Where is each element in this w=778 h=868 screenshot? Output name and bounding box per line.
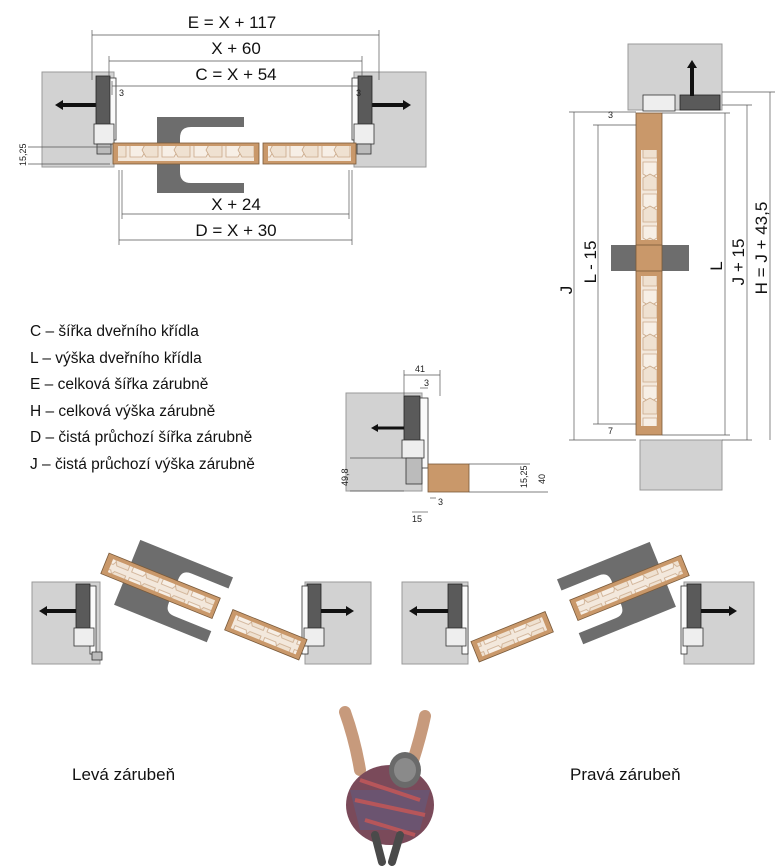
floor-block xyxy=(639,439,723,491)
dim-49-8: 49,8 xyxy=(340,468,350,486)
side-section-drawing: J L - 15 L J + 15 H = J + 43,5 3 7 xyxy=(557,43,775,491)
legend-item-d: D – čistá průchozí šířka zárubně xyxy=(30,429,253,447)
dim-l-minus-15: L - 15 xyxy=(581,241,600,284)
dim-15-25-top: 15,25 xyxy=(18,143,28,166)
caption-left: Levá zárubeň xyxy=(72,765,176,784)
legend-item-c: C – šířka dveřního křídla xyxy=(30,323,199,340)
dim-h: H = J + 43,5 xyxy=(752,202,771,295)
person-top-view-figure xyxy=(339,706,434,866)
dim-x-plus-24: X + 24 xyxy=(211,195,261,214)
door-leaf-left xyxy=(112,142,260,165)
legend-item-l: L – výška dveřního křídla xyxy=(30,349,202,367)
left-jamb xyxy=(93,75,117,155)
dim-3-top: 3 xyxy=(608,110,613,120)
dim-41: 41 xyxy=(415,364,425,374)
legend-item-h: H – celková výška zárubně xyxy=(30,402,216,420)
door-leaf-section xyxy=(635,112,663,436)
dim-7-bottom: 7 xyxy=(608,426,613,436)
dim-15-detail: 15 xyxy=(412,514,422,524)
dim-e: E = X + 117 xyxy=(188,13,277,32)
dim-3-detail-top: 3 xyxy=(424,378,429,388)
dim-j: J xyxy=(557,286,576,295)
left-hand-frame-drawing xyxy=(31,539,372,665)
dim-3-left: 3 xyxy=(119,88,124,98)
door-leaf-right xyxy=(262,142,357,165)
dim-x-plus-60: X + 60 xyxy=(211,39,261,58)
door-handle-shadow xyxy=(157,117,244,193)
dim-3-right: 3 xyxy=(356,88,361,98)
legend-item-j: J – čistá průchozí výška zárubně xyxy=(30,455,255,473)
legend-item-e: E – celková šířka zárubně xyxy=(30,376,209,394)
detail-drawing: 41 3 49,8 15,25 40 15 3 xyxy=(340,364,548,524)
legend-list: C – šířka dveřního křídla L – výška dveř… xyxy=(30,319,255,479)
dim-c: C = X + 54 xyxy=(195,65,276,84)
dim-j-plus-15: J + 15 xyxy=(729,239,748,286)
detail-leaf xyxy=(427,463,470,493)
top-plan-drawing: E = X + 117 X + 60 C = X + 54 X + 24 D =… xyxy=(18,13,427,245)
dim-40: 40 xyxy=(537,474,547,484)
dim-l: L xyxy=(707,261,726,270)
dim-3-detail-bottom: 3 xyxy=(438,497,443,507)
caption-right: Pravá zárubeň xyxy=(570,765,681,784)
dim-15-25-detail: 15,25 xyxy=(519,465,529,488)
right-hand-frame-drawing xyxy=(401,541,755,665)
dim-d: D = X + 30 xyxy=(195,221,276,240)
